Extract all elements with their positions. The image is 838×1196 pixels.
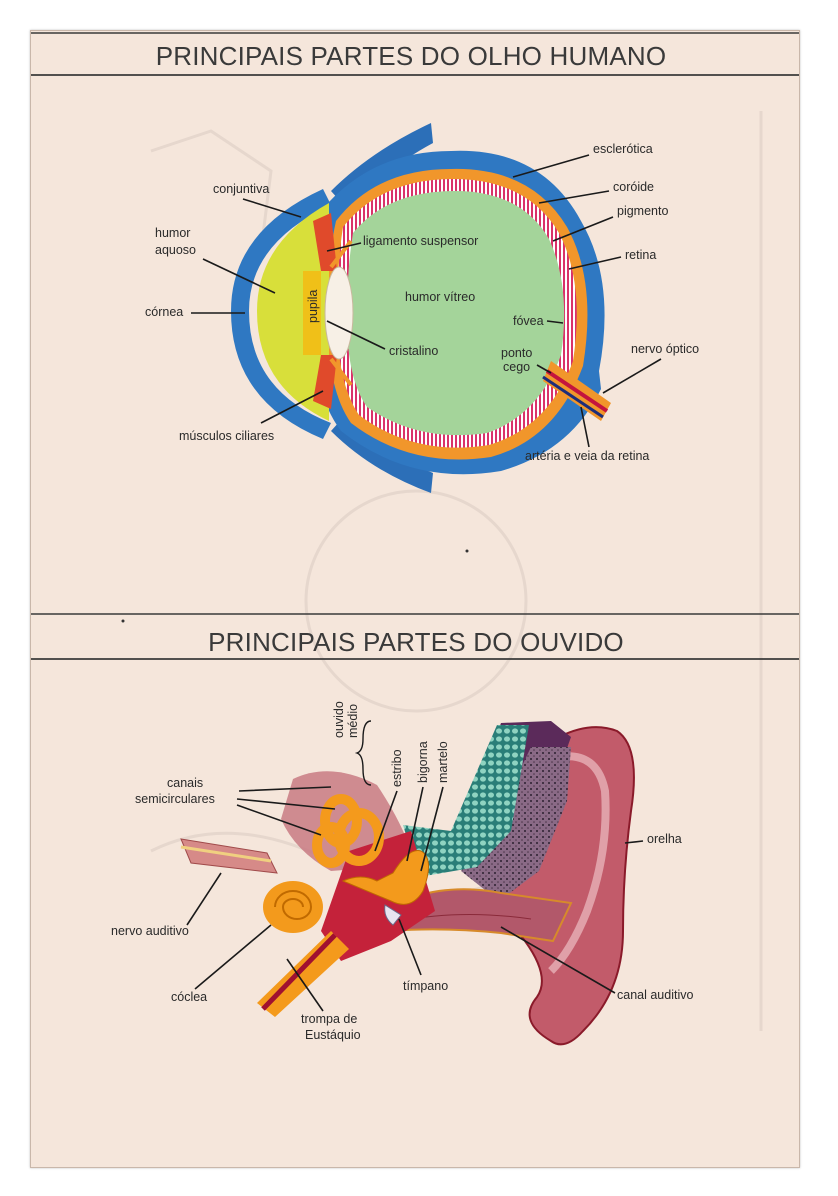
label-musculos: músculos ciliares [179, 429, 274, 443]
label-retina: retina [625, 248, 656, 262]
label-bigorna: bigorna [416, 741, 430, 783]
eustachian-tube [257, 931, 349, 1017]
bone-stipple [461, 747, 571, 901]
diagram-card: PRINCIPAIS PARTES DO OLHO HUMANO PRINCIP… [30, 30, 800, 1168]
eye-illustration [231, 123, 611, 493]
label-cristalino: cristalino [389, 344, 438, 358]
label-ponto-cego-2: cego [503, 360, 530, 374]
label-conjuntiva: conjuntiva [213, 182, 269, 196]
label-fovea: fóvea [513, 314, 544, 328]
crystalline-lens [324, 266, 354, 360]
label-timpano: tímpano [403, 979, 448, 993]
label-pigmento: pigmento [617, 204, 668, 218]
pupil [303, 271, 321, 355]
label-trompa-1: trompa de [301, 1012, 357, 1026]
label-orelha: orelha [647, 832, 682, 846]
label-esclerotica: esclerótica [593, 142, 653, 156]
label-ouvido-medio-1: ouvido [332, 701, 346, 738]
label-nervo-optico: nervo óptico [631, 342, 699, 356]
iris-bottom [313, 355, 337, 409]
ossicles [341, 849, 429, 905]
anatomy-diagram: PRINCIPAIS PARTES DO OLHO HUMANO PRINCIP… [31, 32, 799, 1046]
label-pupila: pupila [306, 290, 320, 323]
ear-illustration [180, 721, 635, 1046]
label-canal-auditivo: canal auditivo [617, 988, 693, 1002]
eardrum [384, 904, 402, 926]
label-arteria: artéria e veia da retina [525, 449, 649, 463]
label-humor-aquoso-2: aquoso [155, 243, 196, 257]
cornea [231, 189, 331, 439]
eye-title: PRINCIPAIS PARTES DO OLHO HUMANO [156, 41, 667, 71]
label-humor-aquoso-1: humor [155, 226, 190, 240]
label-coclea: cóclea [171, 990, 207, 1004]
label-ponto-cego-1: ponto [501, 346, 532, 360]
label-martelo: martelo [436, 741, 450, 783]
ear-labels: ouvido médio estribo bigorna martelo can… [111, 701, 693, 1042]
label-canais-1: canais [167, 776, 203, 790]
aqueous-humor [257, 203, 329, 421]
cochlea-shape [263, 881, 323, 933]
label-estribo: estribo [390, 749, 404, 787]
label-coroide: coróide [613, 180, 654, 194]
eye-labels: esclerótica coróide pigmento conjuntiva … [145, 142, 699, 463]
label-humor-vitreo: humor vítreo [405, 290, 475, 304]
ear-title: PRINCIPAIS PARTES DO OUVIDO [208, 627, 624, 657]
label-ligamento: ligamento suspensor [363, 234, 478, 248]
label-ouvido-medio-2: médio [346, 704, 360, 738]
brace [354, 720, 372, 786]
label-nervo-auditivo: nervo auditivo [111, 924, 189, 938]
semicircular-canals [312, 794, 384, 868]
vitreous-humor [347, 191, 565, 436]
label-canais-2: semicirculares [135, 792, 215, 806]
label-cornea: córnea [145, 305, 183, 319]
iris-top [313, 213, 337, 271]
label-trompa-2: Eustáquio [305, 1028, 361, 1042]
mastoid [403, 725, 529, 877]
auditory-nerve [180, 838, 278, 874]
